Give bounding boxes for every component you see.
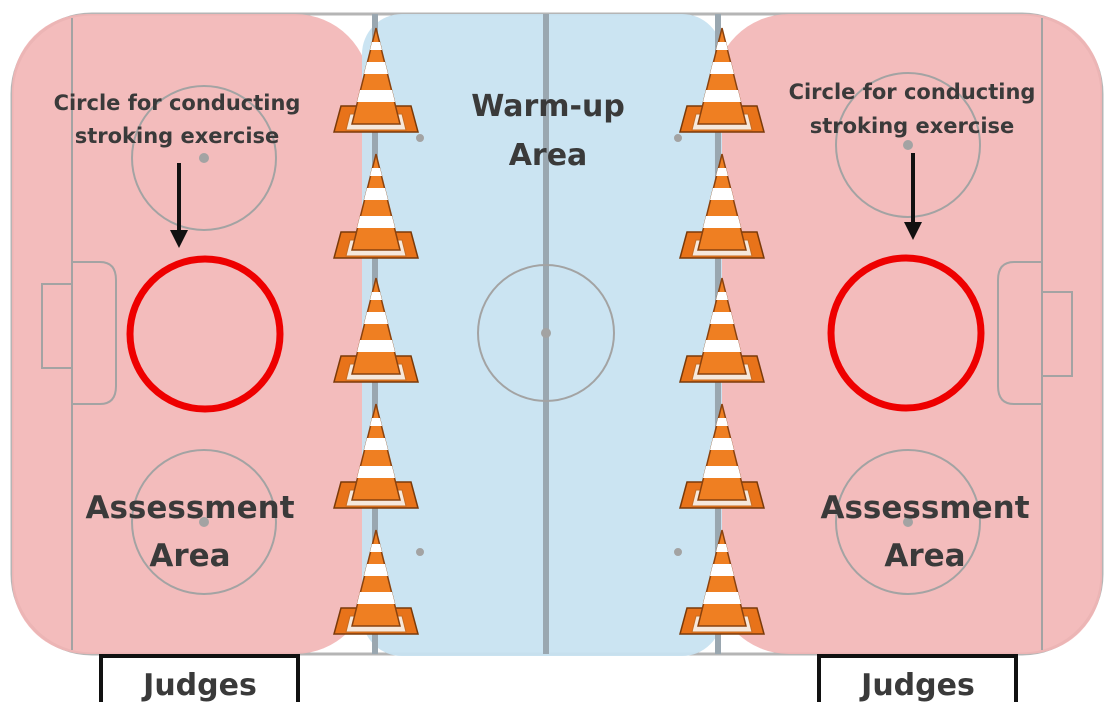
warmup-title-line2: Area xyxy=(509,138,588,173)
right-annotation-line1: Circle for conducting xyxy=(789,80,1036,104)
right-exercise-circle xyxy=(827,254,985,412)
judges-label-right: Judges xyxy=(859,668,975,702)
left-annotation-line1: Circle for conducting xyxy=(54,91,301,115)
left-assessment-area xyxy=(12,14,370,654)
warmup-title-line1: Warm-up xyxy=(471,89,625,124)
left-annotation-line2: stroking exercise xyxy=(75,124,280,148)
right-down-arrow-icon xyxy=(904,153,922,240)
left-assessment-line1: Assessment xyxy=(85,490,294,526)
judges-box-right: Judges xyxy=(817,654,1018,703)
judges-label-left: Judges xyxy=(141,668,257,702)
right-assessment-line1: Assessment xyxy=(820,490,1029,526)
right-assessment-line2: Area xyxy=(884,538,965,574)
left-exercise-circle xyxy=(126,255,284,413)
right-assessment-area xyxy=(714,14,1102,654)
left-down-arrow-icon xyxy=(170,163,188,248)
judges-box-left: Judges xyxy=(99,654,300,703)
right-annotation-line2: stroking exercise xyxy=(810,114,1015,138)
left-assessment-line2: Area xyxy=(149,538,230,574)
